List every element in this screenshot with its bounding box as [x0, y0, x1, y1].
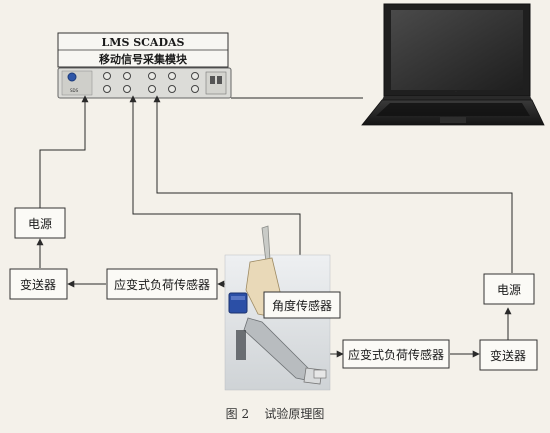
- svg-text:·: ·: [456, 89, 457, 93]
- daq-device-panel: [57, 67, 232, 99]
- link-power-right-daq: [153, 95, 513, 273]
- strain-sensor-right-label: 应变式负荷传感器: [348, 347, 444, 362]
- daq-title-line1: LMS SCADAS: [102, 36, 185, 49]
- daq-connectors: [103, 72, 199, 93]
- strain-sensor-left-label: 应变式负荷传感器: [114, 277, 210, 292]
- daq-led-icon: [67, 72, 77, 82]
- strain-sensor-right-box: 应变式负荷传感器: [342, 339, 450, 369]
- power-left-box: 电源: [14, 207, 66, 239]
- pedal-assembly-image: [224, 225, 331, 391]
- power-right-box: 电源: [483, 273, 535, 305]
- daq-title-line2: 移动信号采集模块: [99, 52, 188, 66]
- connection-lines: [36, 95, 513, 358]
- link-power-left-daq: [39, 95, 89, 208]
- transmitter-left-box: 变送器: [9, 268, 68, 300]
- transmitter-left-label: 变送器: [20, 277, 56, 292]
- laptop-image: ·: [361, 3, 545, 126]
- transmitter-right-label: 变送器: [490, 348, 526, 363]
- power-left-label: 电源: [28, 217, 52, 231]
- transmitter-right-box: 变送器: [479, 339, 538, 371]
- svg-text:SDS: SDS: [70, 88, 79, 93]
- strain-sensor-left-box: 应变式负荷传感器: [106, 268, 218, 300]
- angle-sensor-label: 角度传感器: [272, 298, 332, 313]
- figure-caption: 图 2 试验原理图: [226, 406, 325, 421]
- daq-module: LMS SCADAS 移动信号采集模块 SDS: [57, 32, 232, 99]
- power-right-label: 电源: [497, 283, 521, 297]
- link-angle-daq: [129, 95, 301, 292]
- angle-sensor-box: 角度传感器: [263, 291, 341, 319]
